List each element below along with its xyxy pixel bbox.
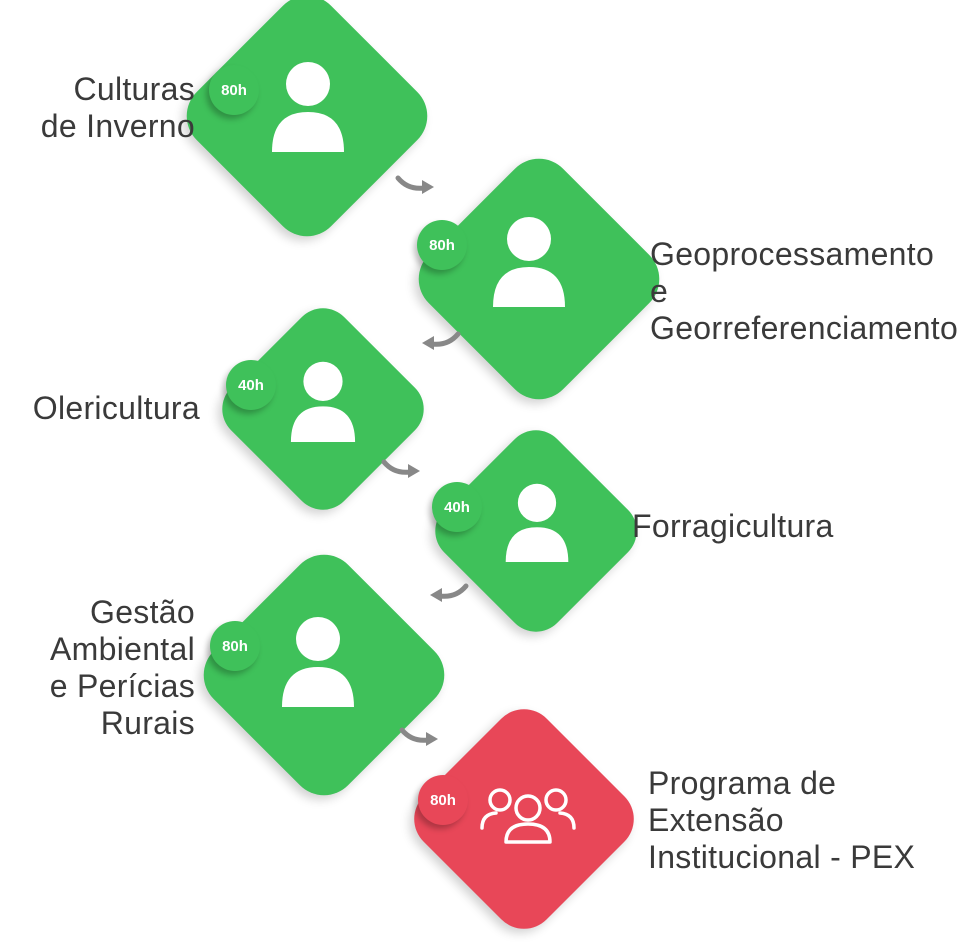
step-3-label: Olericultura [32, 390, 200, 426]
person-icon [272, 62, 344, 152]
group-icon [480, 788, 576, 844]
person-icon [290, 361, 356, 442]
step-6-label: Programa de Extensão Institucional - PEX [648, 765, 916, 875]
step-2-label: Geoprocessamento e Georreferenciamento [650, 236, 959, 346]
arrow-left-icon [422, 331, 461, 350]
step-1-label: Culturas de Inverno [40, 71, 195, 144]
hours-badge: 40h [226, 360, 276, 410]
arrow-right-icon [381, 459, 420, 478]
arrow-left-icon [430, 583, 469, 602]
hours-badge: 80h [210, 621, 260, 671]
hours-badge: 80h [209, 65, 259, 115]
hours-badge: 40h [432, 482, 482, 532]
person-icon [505, 483, 569, 562]
hours-badge: 80h [418, 775, 468, 825]
hours-badge: 80h [417, 220, 467, 270]
person-icon [493, 217, 565, 307]
arrow-right-icon [395, 175, 434, 194]
step-4-label: Forragicultura [632, 508, 834, 544]
person-icon [282, 617, 354, 707]
arrow-right-icon [399, 727, 438, 746]
step-5-label: Gestão Ambiental e Perícias Rurais [49, 594, 195, 741]
